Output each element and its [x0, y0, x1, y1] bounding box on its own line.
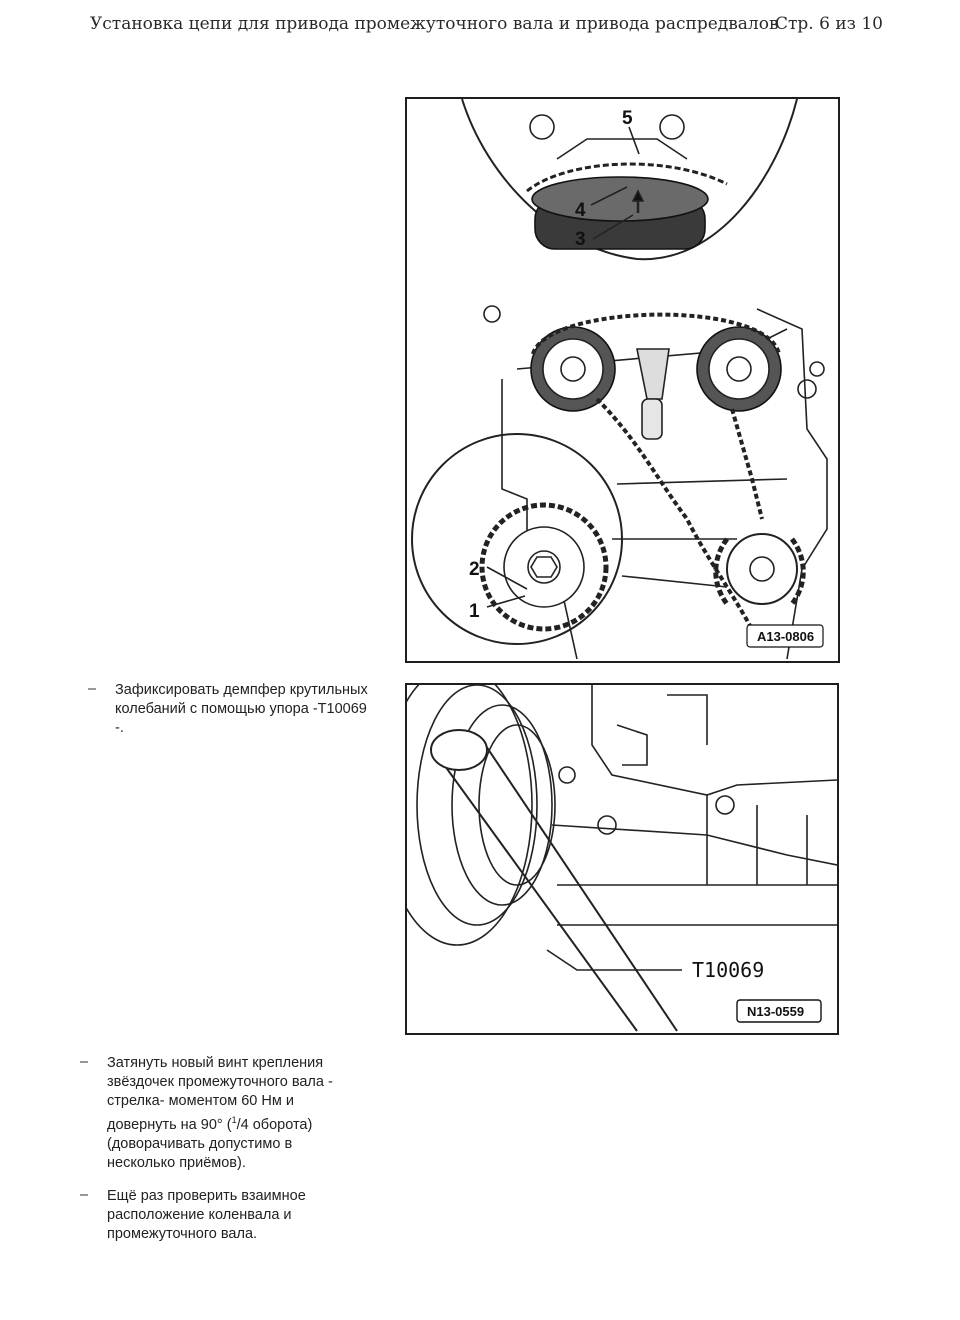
- step-2-line-2: звёздочек промежуточного вала -: [107, 1074, 333, 1090]
- step-2-line-6: несколько приёмов).: [107, 1154, 246, 1171]
- step-3-line-3: промежуточного вала.: [107, 1226, 258, 1242]
- page-header-title: Установка цепи для привода промежуточног…: [90, 14, 779, 34]
- step-3-text: Ещё раз проверить взаимное расположение …: [107, 1187, 306, 1244]
- step-1-text: Зафиксировать демпфер крутильных колебан…: [115, 681, 368, 738]
- step-2-line-4-end: /4 оборота): [236, 1116, 313, 1133]
- timing-chain-figure: 5 4 3 2 1 A13-0806: [405, 97, 840, 663]
- figure-code-n13-0559: N13-0559: [747, 1004, 804, 1019]
- step-2-fraction-numerator: 1: [231, 1115, 237, 1125]
- step-1-line-2: колебаний с помощью упора -T10069: [115, 701, 367, 717]
- timing-chain-drawing: 5 4 3 2 1 A13-0806: [411, 99, 828, 660]
- callout-1: 1: [469, 601, 480, 622]
- step-1-line-3: -.: [115, 720, 124, 736]
- step-2-bullet: –: [80, 1054, 89, 1070]
- damper-tool-drawing: T10069 N13-0559: [407, 685, 837, 1032]
- step-2-line-3: стрелка- моментом 60 Нм и: [107, 1093, 294, 1109]
- step-1-line-1: Зафиксировать демпфер крутильных: [115, 682, 368, 698]
- tool-label-t10069: T10069: [692, 958, 764, 982]
- callout-4: 4: [575, 200, 586, 221]
- callout-2: 2: [469, 559, 480, 580]
- damper-tool-figure: T10069 N13-0559: [405, 683, 839, 1035]
- step-2-line-4: довернуть на 90° (1/4 оборота): [107, 1111, 333, 1135]
- callout-5: 5: [622, 108, 633, 129]
- step-1-bullet: –: [88, 681, 97, 697]
- page-number: Стр. 6 из 10: [775, 14, 883, 34]
- step-2-text: Затянуть новый винт крепления звёздочек …: [107, 1054, 333, 1173]
- figure-code-a13-0806: A13-0806: [757, 629, 814, 644]
- step-2-line-4-start: довернуть на 90° (: [107, 1116, 232, 1133]
- step-3-line-2: расположение коленвала и: [107, 1207, 292, 1223]
- callout-3: 3: [575, 229, 586, 250]
- step-3-bullet: –: [80, 1187, 89, 1203]
- step-3-line-1: Ещё раз проверить взаимное: [107, 1188, 306, 1204]
- step-2-line-1: Затянуть новый винт крепления: [107, 1055, 324, 1071]
- step-2-line-5: (доворачивать допустимо в: [107, 1135, 293, 1152]
